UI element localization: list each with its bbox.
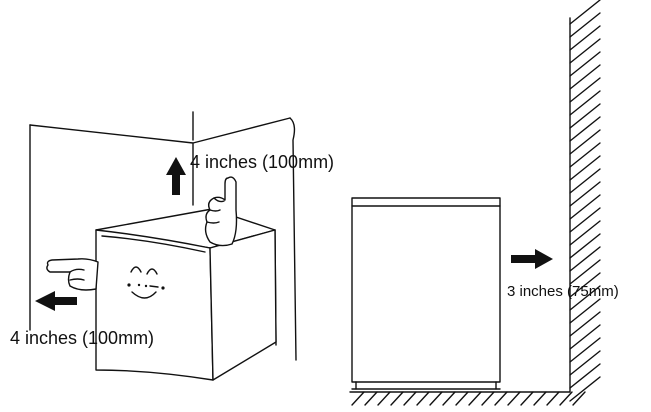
pointing-hand-left-icon xyxy=(46,258,99,291)
wall-hatch-line xyxy=(569,142,601,168)
wall-hatch-line xyxy=(569,51,601,77)
floor-hatch-line xyxy=(351,391,365,406)
wall-hatch-line xyxy=(569,168,601,194)
pointing-hand-up-icon xyxy=(204,176,238,247)
floor-hatch-line xyxy=(416,391,430,406)
wall-hatch-line xyxy=(569,77,601,103)
wall-hatch-line xyxy=(569,311,601,337)
floor-hatch-line xyxy=(377,391,391,406)
wall-hatch-line xyxy=(569,324,601,350)
floor-hatch-line xyxy=(520,391,534,406)
arrow-up-icon xyxy=(166,157,186,195)
wall-hatch-line xyxy=(569,337,601,363)
floor-hatch-line xyxy=(364,391,378,406)
floor-hatch-line xyxy=(533,391,547,406)
arrow-left-icon xyxy=(35,291,77,311)
fridge-side-view xyxy=(351,197,501,390)
floor-hatch-line xyxy=(559,391,573,406)
wall-hatch-line xyxy=(569,363,601,389)
wall-hatch-line xyxy=(569,155,601,181)
fridge-character xyxy=(95,208,277,381)
floor-hatch-line xyxy=(572,391,586,406)
wall-hatch-line xyxy=(569,12,601,38)
wall-hatch-line xyxy=(569,116,601,142)
wall-hatch-line xyxy=(569,90,601,116)
hatched-wall xyxy=(349,0,601,406)
smiley-face-icon xyxy=(127,266,165,299)
floor-hatch-line xyxy=(455,391,469,406)
wall-hatch-line xyxy=(569,0,601,25)
wall-hatch-line xyxy=(569,350,601,376)
wall-hatch-line xyxy=(569,103,601,129)
wall-hatch-line xyxy=(569,220,601,246)
wall-hatch-line xyxy=(569,259,601,285)
wall-hatch-line xyxy=(569,272,601,298)
wall-hatch-line xyxy=(569,285,601,311)
floor-hatch-line xyxy=(546,391,560,406)
floor-hatch-line xyxy=(507,391,521,406)
wall-hatch-line xyxy=(569,246,601,272)
wall-hatch-line xyxy=(569,194,601,220)
wall-hatch-line xyxy=(569,181,601,207)
side-clearance-label: 4 inches (100mm) xyxy=(10,328,154,348)
arrow-right-icon xyxy=(511,249,553,269)
wall-hatch-line xyxy=(569,64,601,90)
wall-hatch-line xyxy=(569,129,601,155)
floor-hatch-line xyxy=(442,391,456,406)
floor-hatch-line xyxy=(429,391,443,406)
wall-hatch-line xyxy=(569,207,601,233)
wall-hatch-line xyxy=(569,25,601,51)
floor-hatch-line xyxy=(390,391,404,406)
wall-hatch-line xyxy=(569,233,601,259)
floor-hatch-line xyxy=(403,391,417,406)
wall-hatch-line xyxy=(569,376,601,402)
floor-hatch-line xyxy=(468,391,482,406)
floor-hatch-line xyxy=(481,391,495,406)
wall-hatch-line xyxy=(569,298,601,324)
floor-hatch-line xyxy=(494,391,508,406)
wall-hatch-line xyxy=(569,38,601,64)
top-clearance-label: 4 inches (100mm) xyxy=(190,152,334,172)
back-clearance-label: 3 inches (75mm) xyxy=(507,283,619,300)
